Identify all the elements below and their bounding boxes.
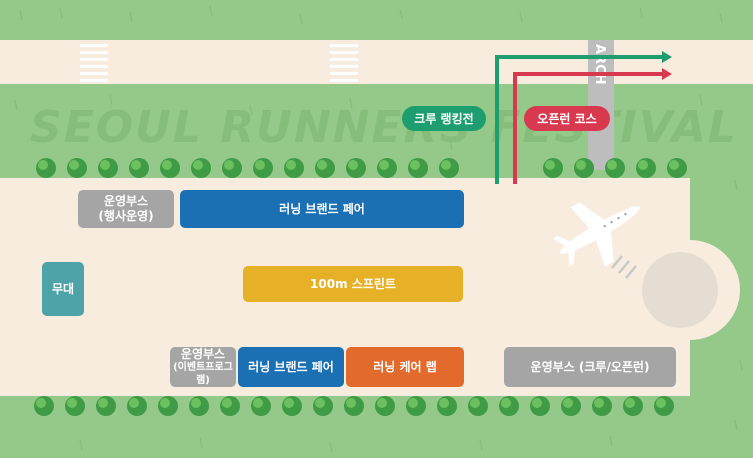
- ops-booth-event-program: 운영부스 (이벤트프로그램): [170, 347, 236, 387]
- tree-icon: [543, 158, 563, 178]
- tree-icon: [253, 158, 273, 178]
- tree-icon: [377, 158, 397, 178]
- arch-label: ARCH: [592, 44, 607, 85]
- tree-row-bottom: [34, 396, 674, 416]
- roundabout: [642, 252, 718, 328]
- tree-icon: [67, 158, 87, 178]
- tree-icon: [129, 158, 149, 178]
- crosswalk-left: [80, 44, 108, 82]
- tree-icon: [158, 396, 178, 416]
- side-path: [0, 232, 38, 346]
- tree-icon: [127, 396, 147, 416]
- tree-icon: [654, 396, 674, 416]
- tree-icon: [315, 158, 335, 178]
- tree-icon: [437, 396, 457, 416]
- tree-icon: [98, 158, 118, 178]
- ops-booth-title: 운영부스: [180, 347, 226, 361]
- top-road: [0, 40, 753, 84]
- tree-icon: [439, 158, 459, 178]
- ops-booth-title: 운영부스: [103, 194, 149, 208]
- tree-icon: [34, 396, 54, 416]
- running-care-lab: 러닝 케어 랩: [346, 347, 464, 387]
- tree-icon: [574, 158, 594, 178]
- runway-stripes: [611, 255, 637, 279]
- tree-icon: [468, 396, 488, 416]
- airplane-icon: [553, 202, 640, 267]
- stage: 무대: [42, 262, 84, 316]
- tree-icon: [636, 158, 656, 178]
- tree-icon: [605, 158, 625, 178]
- tree-icon: [375, 396, 395, 416]
- tree-icon: [220, 396, 240, 416]
- tree-icon: [189, 396, 209, 416]
- crew-route-line: [495, 55, 665, 184]
- tree-icon: [222, 158, 242, 178]
- tree-icon: [36, 158, 56, 178]
- tree-row-top-left: [36, 158, 459, 178]
- tree-icon: [251, 396, 271, 416]
- running-brand-fair-top: 러닝 브랜드 페어: [180, 190, 464, 228]
- tree-icon: [499, 396, 519, 416]
- tree-icon: [160, 158, 180, 178]
- tree-icon: [530, 396, 550, 416]
- tree-icon: [667, 158, 687, 178]
- ops-booth-subtitle: (이벤트프로그램): [173, 362, 233, 386]
- tree-icon: [561, 396, 581, 416]
- open-route-arrowhead: [662, 68, 672, 80]
- tree-icon: [408, 158, 428, 178]
- tree-icon: [623, 396, 643, 416]
- tree-icon: [96, 396, 116, 416]
- tree-row-top-right: [543, 158, 687, 178]
- sprint-100m: 100m 스프린트: [243, 266, 463, 302]
- ops-booth-event-operations: 운영부스 (행사운영): [78, 190, 174, 228]
- tree-icon: [406, 396, 426, 416]
- crew-route-arrowhead: [662, 51, 672, 63]
- open-run-course-label: 오픈런 코스: [524, 106, 610, 131]
- running-brand-fair-bottom: 러닝 브랜드 페어: [238, 347, 344, 387]
- tree-icon: [346, 158, 366, 178]
- tree-icon: [313, 396, 333, 416]
- crew-ranking-label: 크루 랭킹전: [402, 106, 486, 131]
- tree-icon: [191, 158, 211, 178]
- open-route-line: [513, 72, 665, 184]
- tree-icon: [592, 396, 612, 416]
- ops-booth-subtitle: (행사운영): [98, 209, 154, 223]
- tree-icon: [284, 158, 304, 178]
- tree-icon: [282, 396, 302, 416]
- tree-icon: [344, 396, 364, 416]
- tree-icon: [65, 396, 85, 416]
- ops-booth-crew-open-run: 운영부스 (크루/오픈런): [504, 347, 676, 387]
- crosswalk-right: [330, 44, 358, 82]
- watermark-text: SEOUL RUNNERS FESTIVAL: [30, 102, 738, 153]
- arch: [588, 40, 614, 170]
